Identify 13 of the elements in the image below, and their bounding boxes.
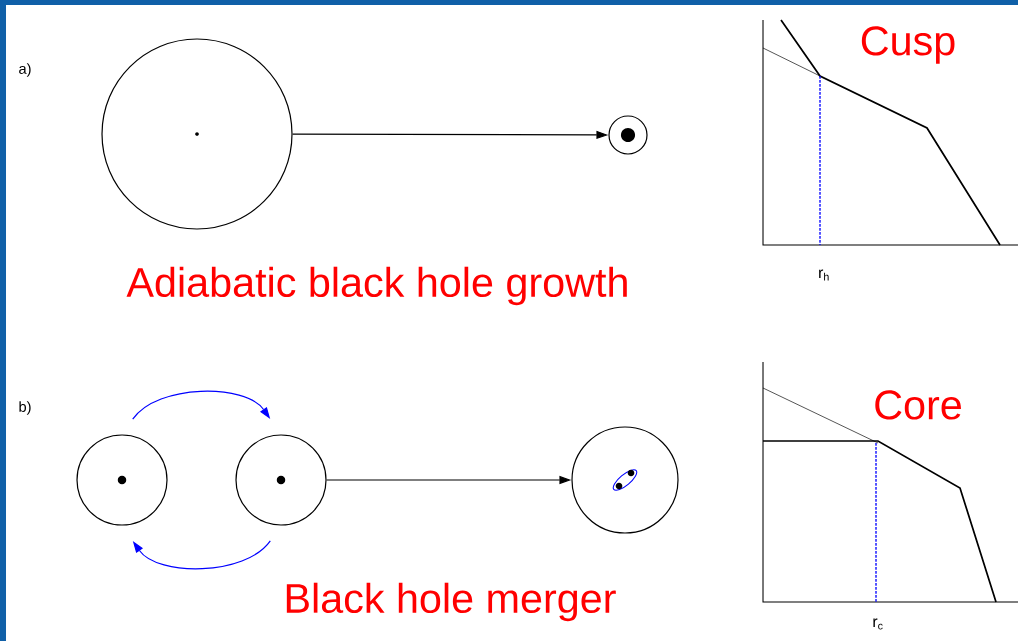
galaxy-circle [235, 434, 327, 526]
galaxy-core-circle [608, 115, 648, 155]
chart-title: Core [875, 390, 961, 420]
caption-text: Black hole merger [286, 582, 616, 622]
star-cluster-circle [101, 38, 293, 230]
caption-text: Adiabatic black hole growth [126, 266, 627, 306]
panel-label: a) [19, 63, 31, 77]
axis-label: r$_{c}$ [873, 618, 883, 630]
chart-title: Cusp [861, 26, 955, 64]
galaxy-circle [76, 434, 168, 526]
panel-label: b) [19, 401, 31, 415]
axis-label: r$_{h}$ [819, 269, 829, 281]
merged-galaxy-circle [571, 426, 679, 534]
